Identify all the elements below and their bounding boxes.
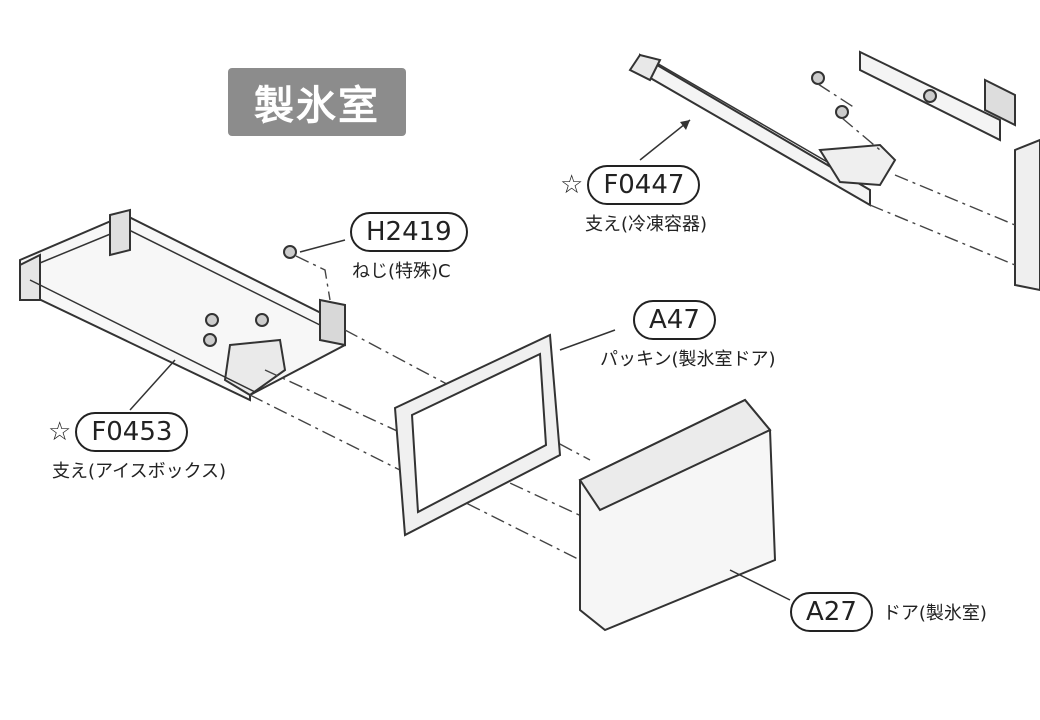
callout-a27: A27 ドア(製氷室): [790, 592, 987, 632]
callout-f0447: ☆ F0447: [560, 165, 701, 205]
callout-h2419: H2419: [350, 212, 468, 252]
recommended-star-icon: ☆: [48, 417, 72, 447]
a27-leader-line: [729, 569, 791, 601]
a47-leader-line: [559, 329, 616, 351]
section-title-box: 製氷室: [228, 68, 406, 136]
section-title: 製氷室: [254, 83, 380, 129]
recommended-star-icon: ☆: [560, 170, 584, 200]
part-code-f0447: F0447: [587, 165, 701, 205]
callout-f0453: ☆ F0453: [48, 412, 189, 452]
part-code-a47: A47: [633, 300, 716, 340]
f0447-leader-line: [639, 119, 691, 161]
freezer-container-support-bracket: [628, 50, 1040, 292]
dashed-guide-lines-upper: [817, 83, 1016, 266]
part-name-a27: ドア(製氷室): [882, 603, 987, 624]
part-name-f0447: 支え(冷凍容器): [585, 214, 708, 235]
ice-room-door-gasket: [393, 333, 562, 537]
f0453-leader-line: [129, 359, 176, 411]
part-code-h2419: H2419: [350, 212, 468, 252]
part-name-h2419: ねじ(特殊)C: [352, 261, 451, 282]
part-name-a47: パッキン(製氷室ドア): [600, 349, 776, 370]
part-code-f0453: F0453: [75, 412, 189, 452]
ice-box-support-bracket: [19, 208, 346, 402]
callout-a47: A47: [633, 300, 716, 340]
h2419-leader-line: [299, 239, 346, 253]
part-code-a27: A27: [790, 592, 873, 632]
part-name-f0453: 支え(アイスボックス): [52, 461, 227, 482]
ice-room-door: [578, 398, 777, 632]
